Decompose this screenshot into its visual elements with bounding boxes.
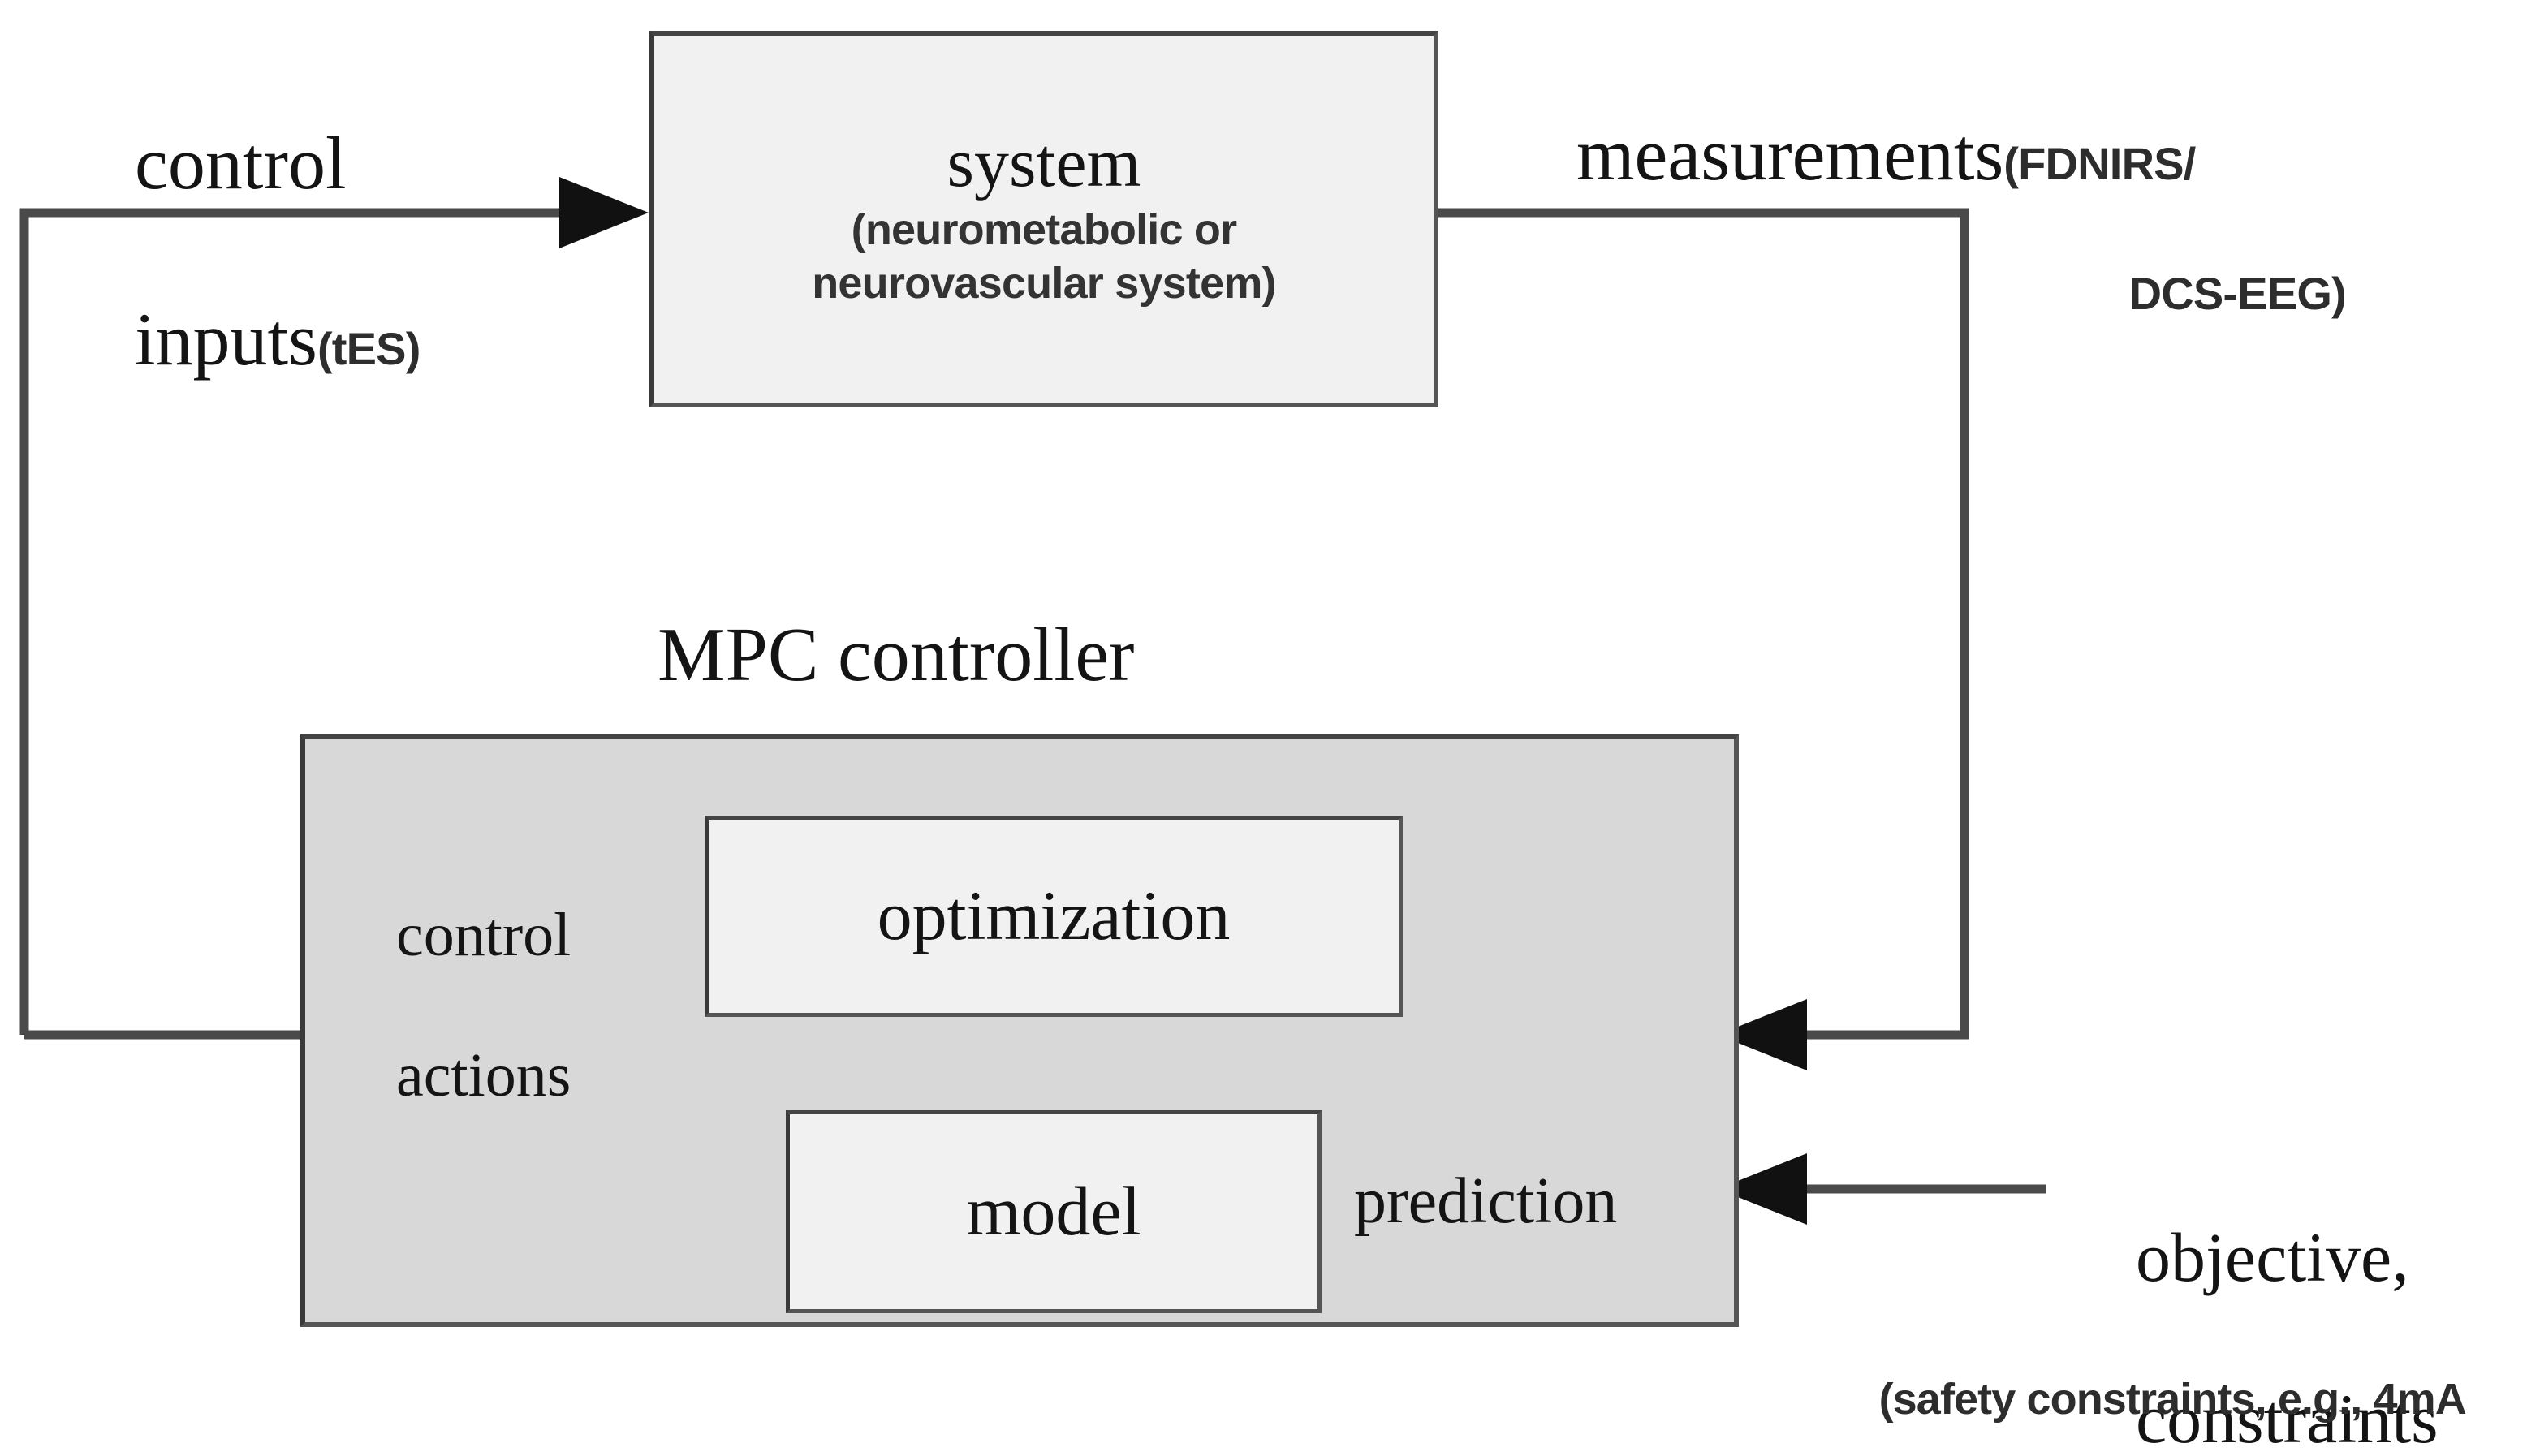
control-inputs-line1: control [135, 121, 347, 205]
safety-note-label: (safety constraints, e.g., 4mA maximum c… [1760, 1316, 2539, 1456]
control-inputs-suffix: (tES) [317, 322, 420, 374]
safety-note-line1: (safety constraints, e.g., 4mA [1878, 1375, 2467, 1424]
control-actions-line1: control [396, 900, 571, 969]
system-subtitle-line1: (neurometabolic or [851, 205, 1237, 254]
system-subtitle-line2: neurovascular system) [812, 258, 1276, 308]
measurements-label: measurements(FDNIRS/ DCS-EEG) [1502, 42, 2540, 466]
measurements-suffix-line2: DCS-EEG) [2128, 268, 2347, 319]
model-box[interactable]: model [786, 1110, 1322, 1313]
control-inputs-line2: inputs [135, 297, 317, 381]
prediction-label: prediction [1354, 1165, 1618, 1237]
model-title: model [966, 1172, 1141, 1251]
optimization-title: optimization [877, 877, 1231, 955]
measurements-suffix-line1: (FDNIRS/ [2003, 138, 2196, 189]
control-inputs-label: control inputs(tES) [60, 31, 596, 472]
objective-constraints-label: objective, constraints [2066, 1136, 2540, 1456]
mpc-controller-label: MPC controller [658, 613, 1135, 697]
control-actions-label: control actions [334, 829, 627, 1181]
objective-line1: objective, [2136, 1217, 2409, 1296]
optimization-box[interactable]: optimization [705, 816, 1403, 1017]
measurements-main: measurements [1576, 113, 2004, 196]
system-title: system [947, 123, 1141, 202]
control-actions-line2: actions [396, 1040, 571, 1109]
objective-line2: constraints [2136, 1380, 2439, 1456]
system-box[interactable]: system (neurometabolic or neurovascular … [649, 31, 1438, 407]
